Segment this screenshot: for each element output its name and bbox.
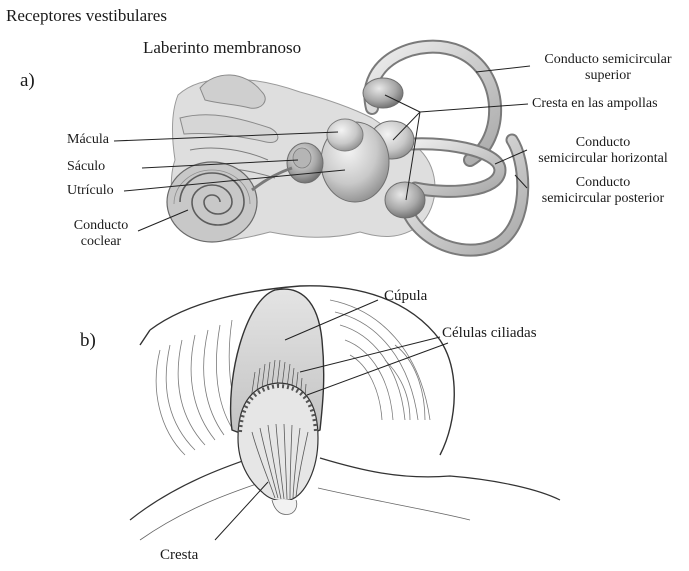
label-canal-horizontal-line2: semicircular horizontal — [522, 151, 684, 167]
endolymph-left — [156, 320, 240, 455]
label-celulas-ciliadas: Células ciliadas — [442, 325, 537, 342]
label-saculo: Sáculo — [67, 159, 105, 175]
leader-cresta-b — [215, 482, 268, 540]
macula-utricle — [327, 119, 363, 151]
label-canal-superior-line2: superior — [533, 68, 683, 84]
label-canal-horizontal-line1: Conducto — [522, 135, 684, 151]
label-conducto-coclear-line1: Conducto — [64, 218, 138, 234]
panel-b-letter: b) — [80, 330, 96, 352]
label-cupula: Cúpula — [384, 288, 427, 305]
label-macula: Mácula — [67, 132, 109, 148]
endolymph-right — [330, 300, 430, 420]
label-canal-posterior-line1: Conducto — [522, 175, 684, 191]
label-canal-horizontal: Conducto semicircular horizontal — [522, 135, 684, 167]
ampulla-posterior — [385, 182, 425, 218]
label-cresta: Cresta — [160, 547, 198, 564]
membranous-labyrinth — [167, 47, 523, 250]
label-cresta-ampollas: Cresta en las ampollas — [532, 96, 658, 112]
leader-cresta — [420, 104, 528, 112]
ampulla-wall-left — [140, 330, 150, 345]
label-utriculo: Utrículo — [67, 183, 114, 199]
label-canal-superior-line1: Conducto semicircular — [533, 52, 683, 68]
figure-title: Receptores vestibulares — [6, 6, 167, 26]
ampulla-superior — [363, 78, 403, 108]
label-conducto-coclear-line2: coclear — [64, 234, 138, 250]
macula-saccule — [293, 148, 311, 168]
ampulla-floor-inner — [140, 482, 470, 540]
label-canal-posterior-line2: semicircular posterior — [522, 191, 684, 207]
nerve-stub — [272, 500, 297, 514]
panel-a-letter: a) — [20, 70, 35, 92]
label-conducto-coclear: Conducto coclear — [64, 218, 138, 250]
ampulla-floor — [130, 455, 560, 520]
panel-a-subtitle: Laberinto membranoso — [143, 38, 301, 58]
label-canal-posterior: Conducto semicircular posterior — [522, 175, 684, 207]
leader-celulas-ciliadas-2 — [307, 343, 448, 395]
label-canal-superior: Conducto semicircular superior — [533, 52, 683, 84]
crista-ampullaris — [130, 286, 560, 540]
